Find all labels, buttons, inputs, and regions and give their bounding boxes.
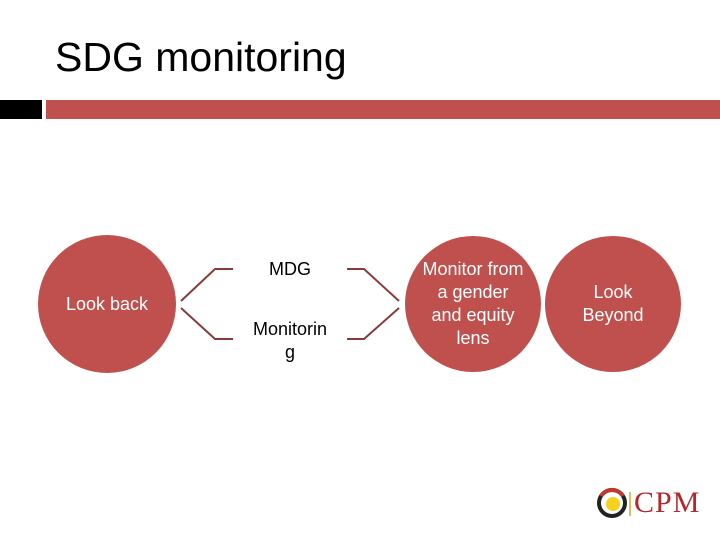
cpm-logo-icon <box>597 488 631 518</box>
circle-label: Monitor from a gender and equity lens <box>422 259 524 348</box>
title-bar-accent-black <box>0 100 42 119</box>
circle-label: Look Beyond <box>582 282 644 325</box>
slide-title: SDG monitoring <box>55 34 347 80</box>
label-monitoring: Monitorin g <box>252 319 328 362</box>
connector-left-lower <box>180 307 233 340</box>
circle-label: Look back <box>65 293 149 314</box>
circle-monitor-gender-equity: Monitor from a gender and equity lens <box>405 236 541 372</box>
cpm-logo: CPM <box>596 486 706 522</box>
label-mdg: MDG <box>269 259 311 279</box>
circle-look-beyond: Look Beyond <box>545 236 681 372</box>
title-bar-accent-red <box>46 100 720 119</box>
circle-look-back: Look back <box>38 235 176 373</box>
connector-left-upper <box>180 268 233 302</box>
connector-right-upper <box>347 268 400 302</box>
logo-text: CPM <box>634 486 701 519</box>
connector-right-lower <box>347 307 400 340</box>
